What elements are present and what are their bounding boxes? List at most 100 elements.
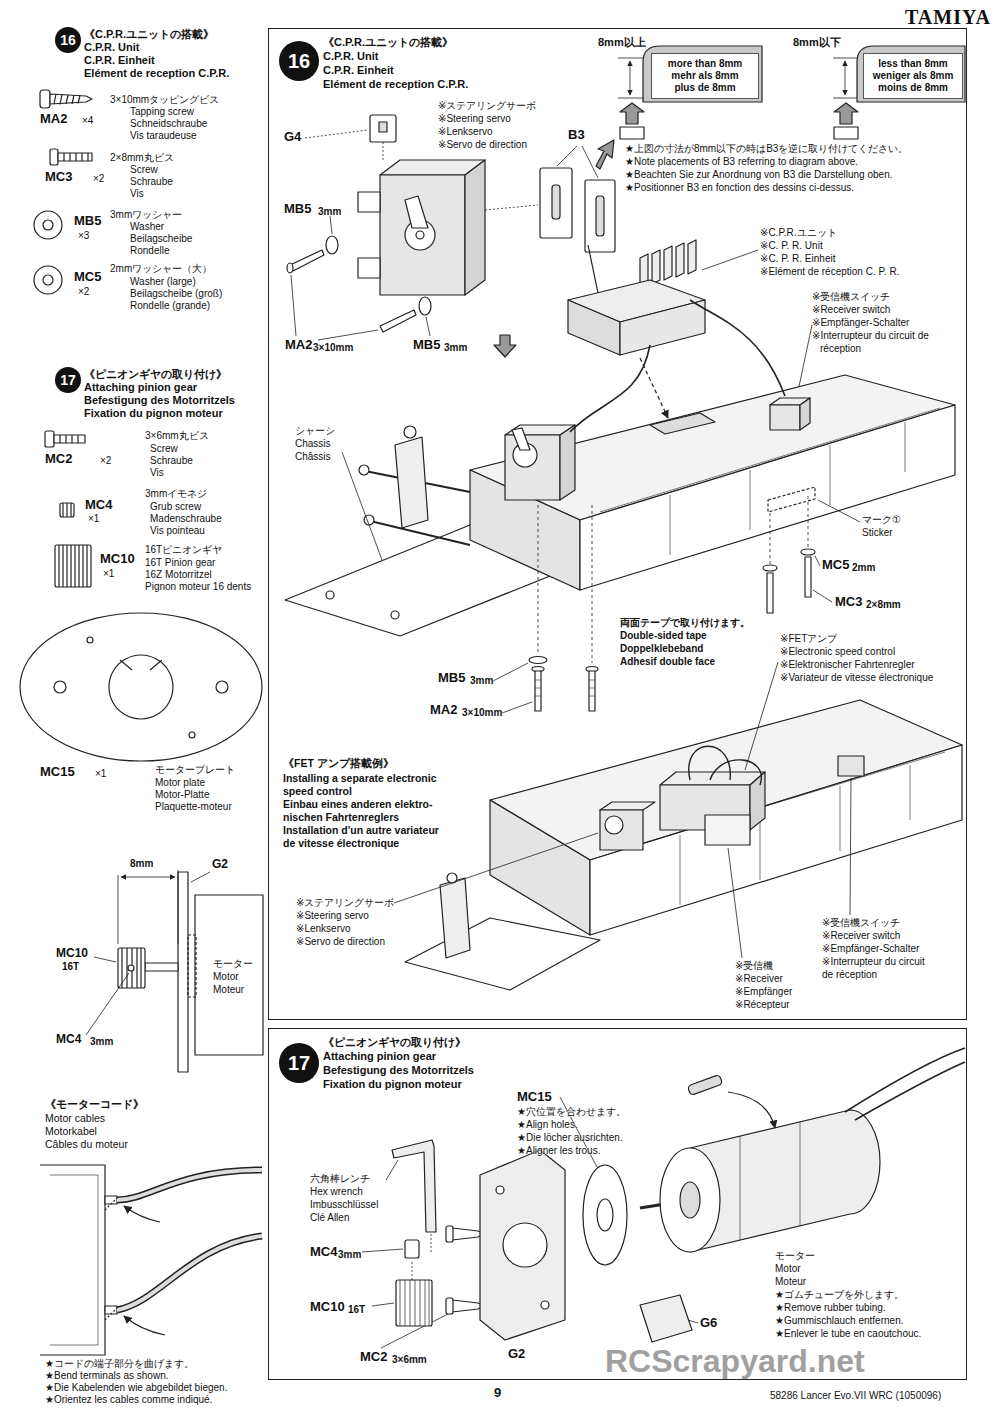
note-text: ※受信機スイッチ [812,291,890,303]
note-text: 3mmワッシャー [110,209,182,221]
note-text: Washer [130,221,164,233]
note-text: 六角棒レンチ [310,1173,370,1185]
part-label: MC4 [310,1245,337,1260]
note-text: Tapping screw [130,106,194,118]
step-number-text: 16 [288,49,310,73]
note-text: Rondelle (grande) [130,300,210,312]
note-text: ※FETアンプ [780,633,837,645]
note-text: Câbles du moteur [45,1138,128,1150]
part-label: 3mm [338,1249,361,1261]
step-number: 16 [55,27,81,53]
part-label: MC3 [835,595,862,610]
step-number-text: 16 [60,32,76,49]
part-label: 9 [494,1386,501,1401]
note-text: ※Empfänger [735,986,792,998]
note-text: ×2 [93,173,104,185]
part-label: MC5 [822,558,849,573]
step-heading: Befestigung des Motorritzels [323,1063,474,1077]
note-text: ★Enlever le tube en caoutchouc. [775,1328,921,1340]
text-group: less than 8mmweniger als 8mmmoins de 8mm [864,54,962,98]
note-text: Vis taraudeuse [130,130,197,142]
part-label: MC2 [360,1350,387,1365]
note-text: ※Variateur de vitesse électronique [780,672,933,684]
note-text: 3×6mm丸ビス [145,430,209,442]
step-heading: Fixation du pignon moteur [323,1077,462,1091]
note-text: ※Elektronischer Fahrtenregler [780,659,915,671]
part-label: 8mm以下 [793,36,841,49]
note-text: ※Elément de réception C. P. R. [760,266,899,278]
step-panel: 《C.P.R.ユニットの搭載》C.P.R. UnitC.P.R. Einheit… [268,28,967,1020]
note-text: Moteur [213,984,244,996]
step-heading: 《ピニオンギヤの取り付け》 [323,1035,466,1049]
note-text: ×2 [78,286,89,298]
dimension-inset: less than 8mmweniger als 8mmmoins de 8mm [863,53,963,99]
note-text: ※Electronic speed control [780,646,895,658]
note-text: ※Servo de direction [438,139,527,151]
step-number: 17 [279,1043,319,1083]
note-text: ※Lenkservo [438,126,493,138]
note-text: 16Tピニオンギヤ [145,544,222,556]
part-label: 《ピニオンギヤの取り付け》 [84,368,227,381]
note-text: Vis pointeau [150,525,205,537]
note-text: ×4 [82,115,93,127]
note-text: ※受信機 [735,960,773,972]
note-text: ×3 [78,230,89,242]
step-number: 16 [279,41,319,81]
note-text: ※Steering servo [296,910,369,922]
note-text: Pignon moteur 16 dents [145,581,251,593]
step-heading: C.P.R. Einheit [323,63,394,77]
note-text: Vis [130,188,144,200]
note-text: Hex wrench [310,1186,363,1198]
brand-logo: TAMIYA [905,6,991,29]
note-text: Washer (large) [130,276,196,288]
note-text: 2×8mm丸ビス [110,152,174,164]
part-label: Adhesif double face [620,656,715,668]
dimension-text: moins de 8mm [878,82,948,94]
part-label: MC2 [45,452,72,467]
note-text: ※受信機スイッチ [822,917,900,929]
part-label: 両面テープで取り付けます。 [620,617,750,629]
step-heading: Elément de reception C.P.R. [323,77,468,91]
note-text: モーター [775,1250,815,1262]
note-text: Motorkabel [45,1125,97,1137]
part-label: 3mm [318,206,341,218]
part-label: Double-sided tape [620,630,707,642]
note-text: 3×10mmタッピングビス [110,94,219,106]
note-text: Screw [150,443,178,455]
note-text: Châssis [295,451,331,463]
part-label: MA2 [430,703,457,718]
note-text: ×1 [95,768,106,780]
note-text: Beilagscheibe [130,233,192,245]
note-text: 16Z Motorritzel [145,569,212,581]
part-label: 3mm [90,1036,113,1048]
step-number: 17 [55,367,81,393]
note-text: ×1 [103,568,114,580]
part-label: MC4 [85,498,112,513]
part-label: Attaching pinion gear [84,381,197,394]
note-text: Moteur [775,1276,806,1288]
part-label: MC15 [40,765,75,780]
part-label: Elément de reception C.P.R. [84,67,229,80]
note-text: Screw [130,164,158,176]
part-label: Einbau eines anderen elektro- [283,798,432,810]
note-text: Grub screw [150,501,201,513]
part-label: 2×8mm [866,599,901,611]
part-label: MB5 [413,338,440,353]
note-text: ※Interrupteur du circuit [822,956,925,968]
part-label: 16T [62,961,79,973]
note-text: 3mmイモネジ [145,488,207,500]
note-text: ★Die löcher ausrichten. [517,1132,623,1144]
step-heading: 《C.P.R.ユニットの搭載》 [323,35,453,49]
part-label: 3×10mm [462,707,502,719]
note-text: Motor-Platte [155,789,209,801]
note-text: Motor [775,1263,801,1275]
text-group: 《ピニオンギヤの取り付け》Attaching pinion gearBefest… [323,1035,474,1091]
part-label: MC15 [517,1090,552,1105]
dimension-text: less than 8mm [878,58,947,70]
note-text: ★Beachten Sie zur Anordnung von B3 die D… [625,169,892,181]
note-text: ★コードの端子部分を曲げます。 [45,1358,194,1370]
note-text: Plaquette-moteur [155,801,232,813]
part-label: Installation d'un autre variateur [283,824,439,836]
